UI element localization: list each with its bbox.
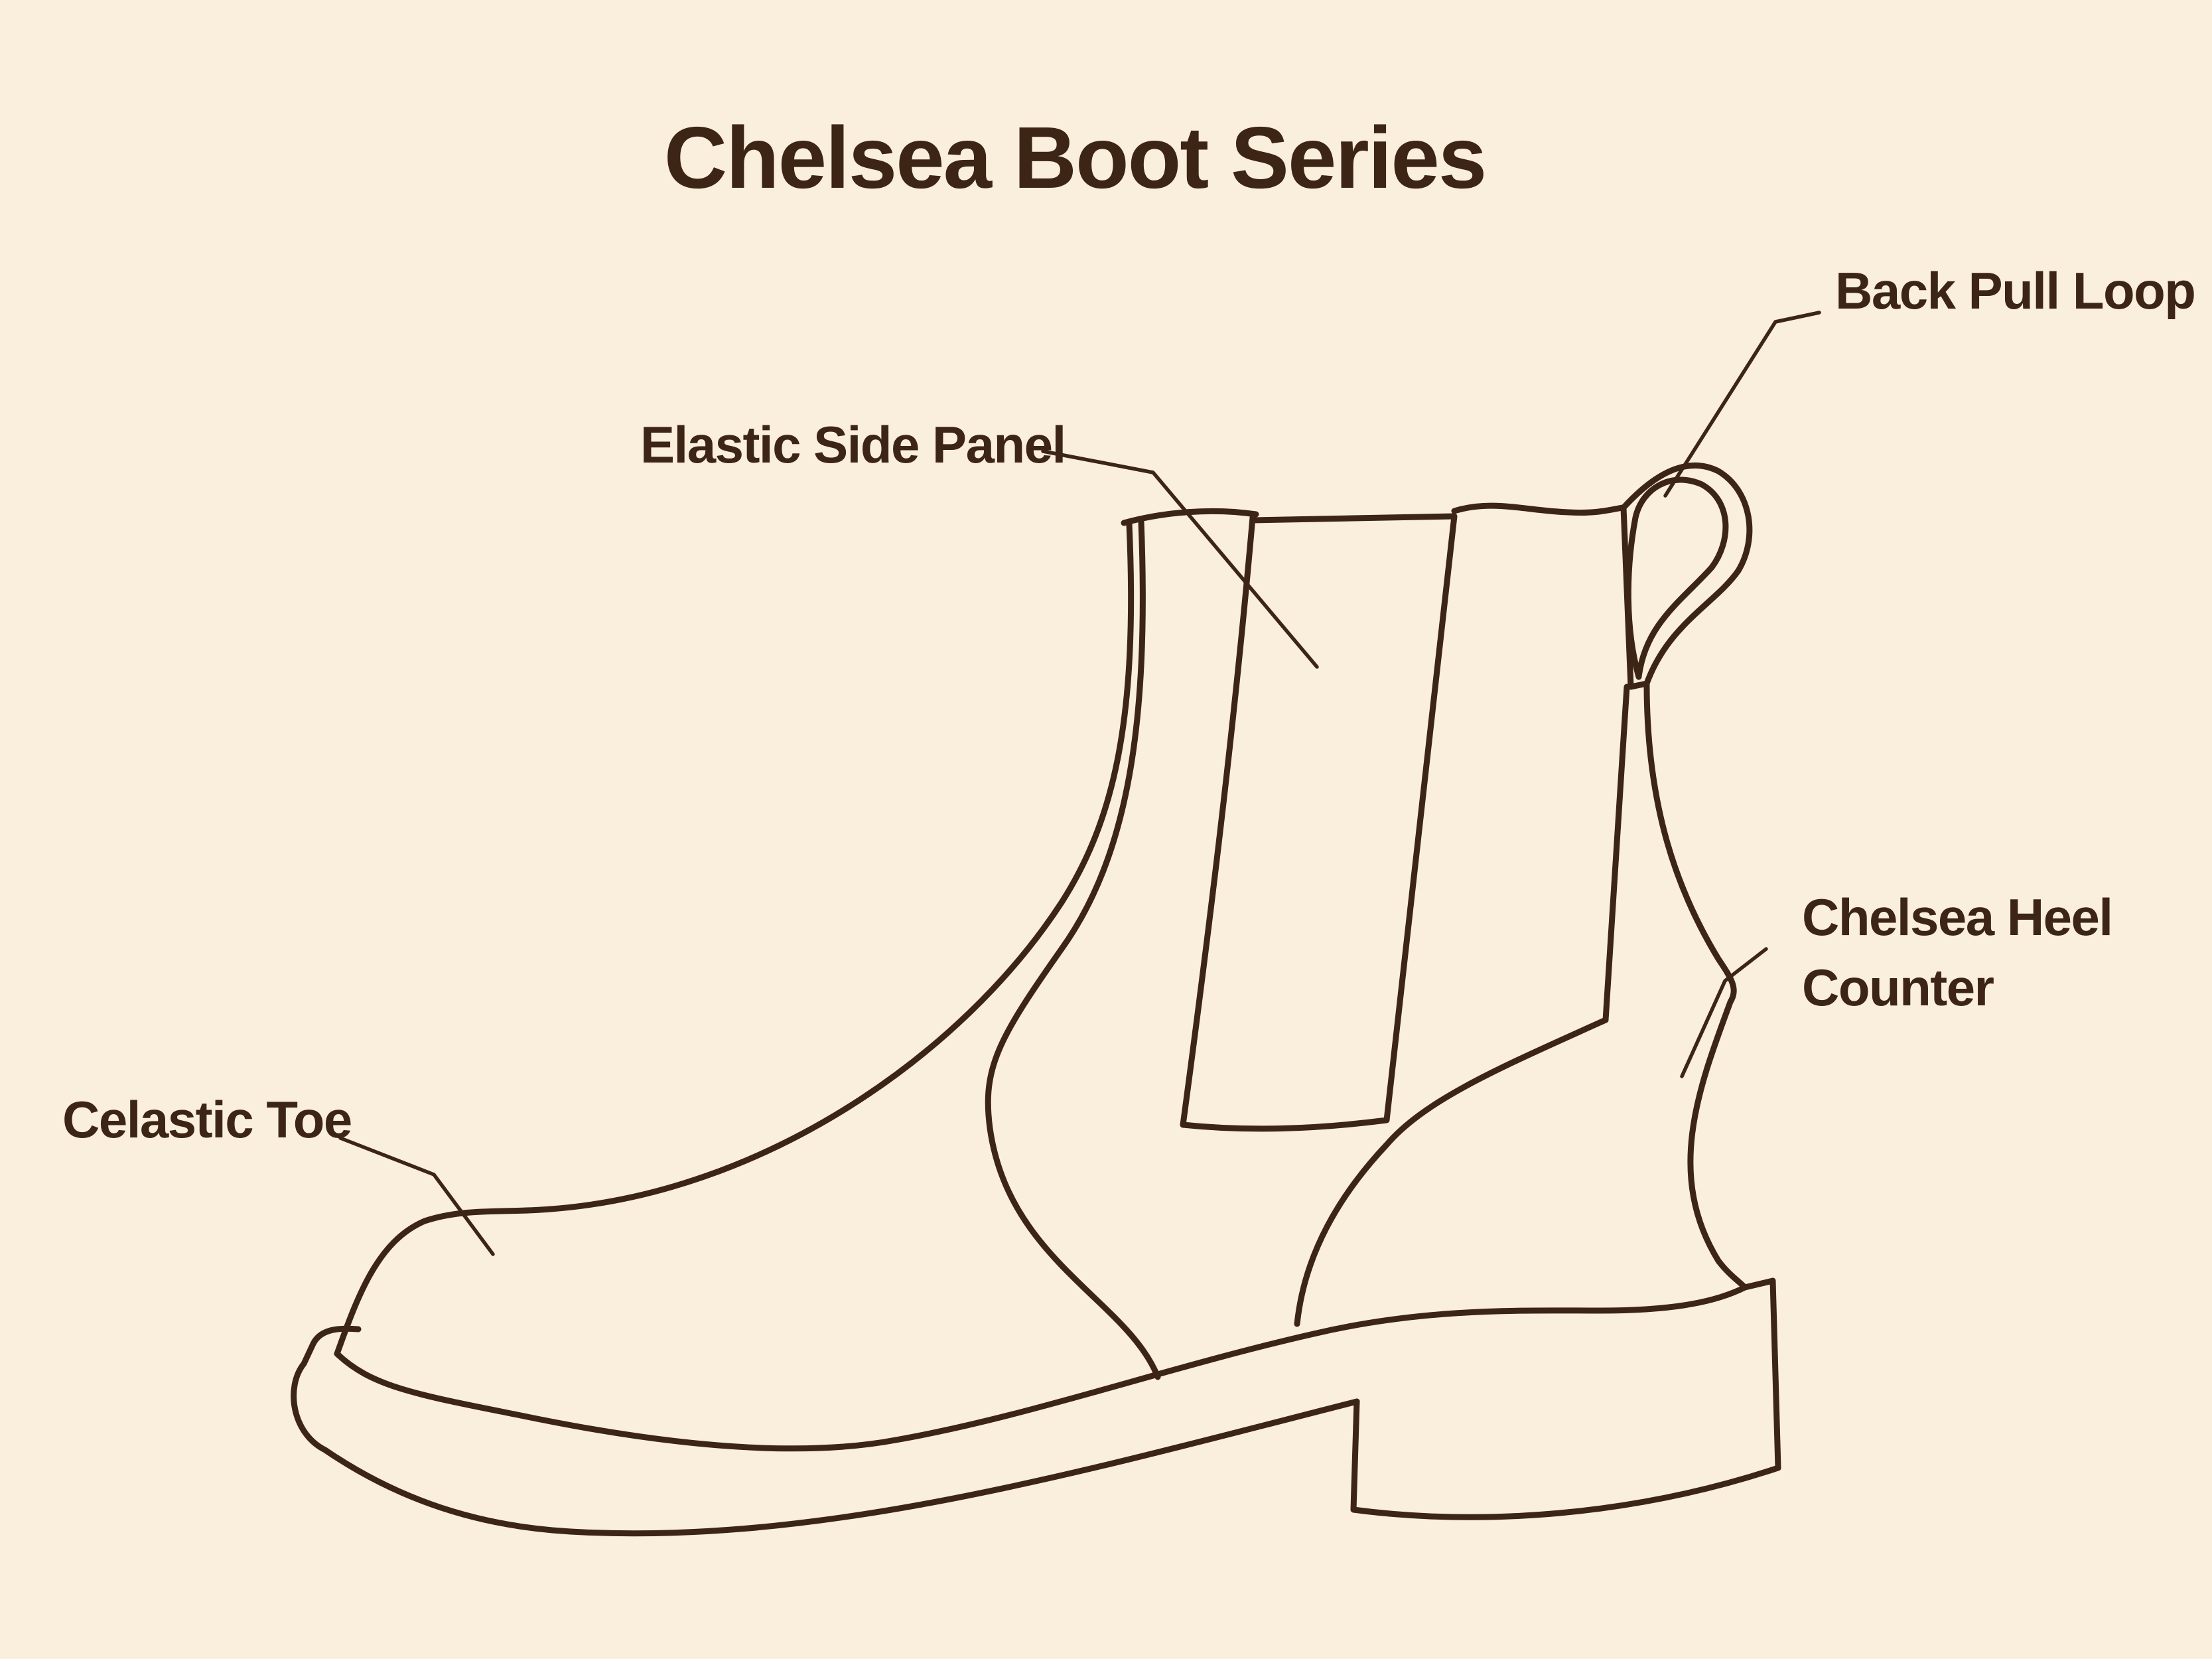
pull-loop-outer <box>1620 462 1753 687</box>
diagram-title: Chelsea Boot Series <box>664 109 1486 206</box>
pull-loop-inner <box>1625 476 1729 680</box>
callout-elastic-side-panel: Elastic Side Panel <box>640 415 1319 669</box>
leader-chelsea-heel-counter <box>1680 947 1768 1078</box>
back-collar <box>1451 502 1625 516</box>
back-panel-strip <box>1602 504 1650 1023</box>
leader-back-pull-loop <box>1663 311 1821 498</box>
boot-illustration <box>291 462 1781 1537</box>
callout-back-pull-loop: Back Pull Loop <box>1663 261 2196 498</box>
label-back-pull-loop: Back Pull Loop <box>1835 261 2195 320</box>
front-panel-line <box>985 518 1161 1380</box>
label-celastic-toe: Celastic Toe <box>62 1090 352 1149</box>
leader-elastic-side-panel <box>1041 449 1319 669</box>
heel-block <box>1350 1277 1781 1520</box>
elastic-side-panel <box>1180 513 1458 1132</box>
label-chelsea-heel-counter-line1: Chelsea Heel <box>1802 888 2112 946</box>
leader-celastic-toe <box>338 1136 495 1256</box>
callout-celastic-toe: Celastic Toe <box>62 1090 495 1256</box>
label-elastic-side-panel: Elastic Side Panel <box>640 415 1066 474</box>
toe-cap <box>334 521 1135 1357</box>
label-chelsea-heel-counter-line2: Counter <box>1802 958 1994 1017</box>
welt-line <box>334 1284 1748 1452</box>
outsole-line <box>291 1325 1360 1537</box>
heel-counter-edge <box>1294 1017 1609 1327</box>
boot-back-outline <box>1643 680 1748 1291</box>
callout-chelsea-heel-counter: Chelsea Heel Counter <box>1680 888 2113 1078</box>
